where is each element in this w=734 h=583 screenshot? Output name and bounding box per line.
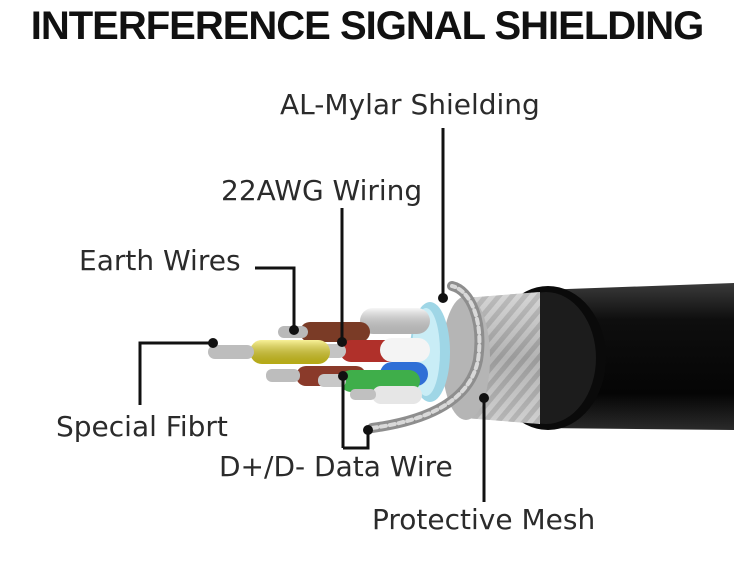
coiled-earth-wire <box>367 281 485 433</box>
conductor-bundle <box>208 308 430 404</box>
label-al-mylar-shielding: AL-Mylar Shielding <box>280 88 540 121</box>
protective-mesh <box>442 292 540 424</box>
label-22awg-wiring: 22AWG Wiring <box>221 174 423 207</box>
label-protective-mesh: Protective Mesh <box>372 503 596 536</box>
label-data-wire: D+/D- Data Wire <box>219 450 453 483</box>
label-special-fibrt: Special Fibrt <box>56 410 228 443</box>
label-earth-wires: Earth Wires <box>79 244 241 277</box>
leader-special-fibrt <box>138 341 213 405</box>
leader-lines <box>138 128 489 502</box>
leader-data-wire-branch <box>343 432 370 450</box>
leader-earth-wires <box>255 266 296 330</box>
diagram-title: INTERFERENCE SIGNAL SHIELDING <box>30 4 705 48</box>
